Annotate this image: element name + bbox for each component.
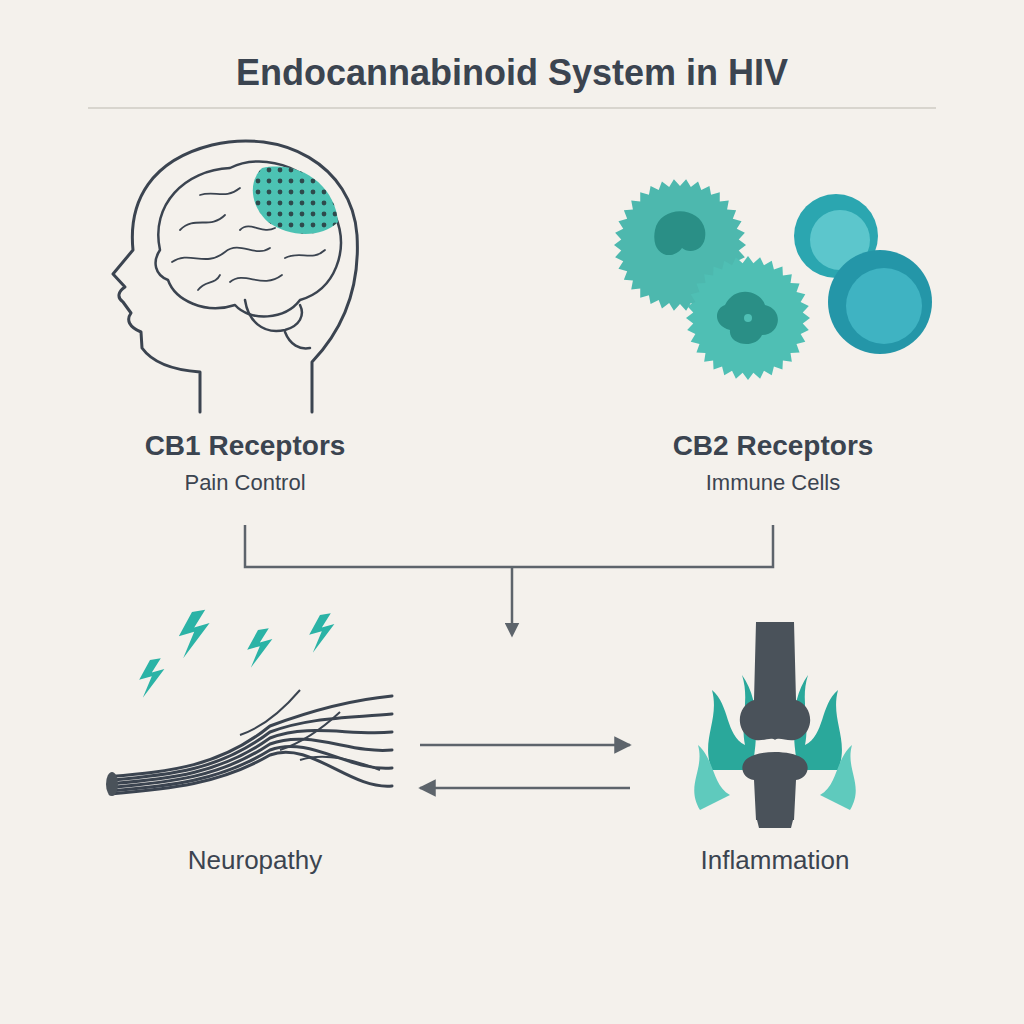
diagram-title: Endocannabinoid System in HIV [0, 52, 1024, 94]
condition-group: Inflammation [640, 610, 910, 877]
condition-label: Inflammation [640, 843, 910, 877]
connector-arrow [420, 787, 630, 790]
title-rule [88, 107, 936, 109]
receptor-heading: CB2 Receptors [623, 428, 923, 464]
receptor-heading: CB1 Receptors [95, 428, 395, 464]
joint-illustration [694, 622, 855, 828]
brain-illustration [113, 141, 357, 412]
condition-label: Neuropathy [100, 843, 410, 877]
connector-arrow [420, 744, 630, 747]
nerve-illustration [106, 610, 392, 796]
bracket [245, 525, 773, 630]
receptor-group: CB2 ReceptorsImmune Cells [623, 140, 923, 498]
receptor-role: Pain Control [95, 468, 395, 498]
receptor-role: Immune Cells [623, 468, 923, 498]
receptor-group: CB1 ReceptorsPain Control [95, 140, 395, 498]
condition-group: Neuropathy [100, 630, 410, 877]
immune-cells-illustration [614, 179, 932, 380]
